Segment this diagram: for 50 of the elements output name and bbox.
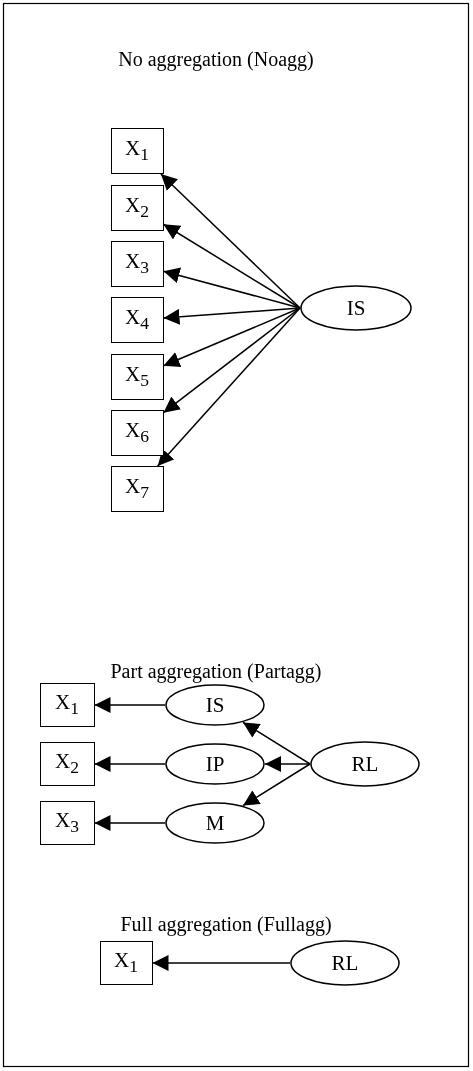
arrow bbox=[151, 955, 291, 971]
node-label: X$_{1}$ bbox=[55, 690, 79, 720]
variable-box bbox=[110, 354, 164, 400]
node-label: M bbox=[205, 810, 225, 836]
node-label: X$_{6}$ bbox=[125, 418, 149, 448]
arrow bbox=[162, 307, 301, 414]
latent-ellipse bbox=[165, 802, 265, 844]
variable-box bbox=[110, 185, 164, 231]
arrow bbox=[93, 815, 166, 831]
arrow bbox=[242, 721, 311, 765]
node-label: X$_{7}$ bbox=[125, 474, 149, 504]
node-label: X$_{4}$ bbox=[125, 305, 149, 335]
section-title: Part aggregation (Partagg) bbox=[110, 660, 322, 683]
node-label: IS bbox=[346, 295, 366, 321]
variable-box bbox=[39, 742, 95, 786]
node-label: IP bbox=[205, 751, 225, 777]
latent-ellipse bbox=[290, 940, 400, 986]
node-label: X$_{2}$ bbox=[125, 193, 149, 223]
arrow bbox=[93, 756, 166, 772]
variable-box bbox=[39, 683, 95, 727]
arrow bbox=[156, 307, 301, 467]
node-label: X$_{1}$ bbox=[125, 136, 149, 166]
node-label: X$_{3}$ bbox=[55, 808, 79, 838]
arrow bbox=[93, 697, 166, 713]
variable-box bbox=[110, 410, 164, 456]
latent-ellipse bbox=[300, 285, 412, 331]
variable-box bbox=[110, 128, 164, 174]
variable-box bbox=[110, 297, 164, 343]
variable-box bbox=[99, 941, 153, 985]
arrow bbox=[160, 173, 301, 309]
arrow bbox=[264, 756, 311, 772]
latent-ellipse bbox=[165, 684, 265, 726]
latent-ellipse bbox=[310, 741, 420, 787]
node-label: X$_{2}$ bbox=[55, 749, 79, 779]
latent-ellipse bbox=[165, 743, 265, 785]
node-label: X$_{1}$ bbox=[114, 948, 138, 978]
node-label: IS bbox=[205, 692, 225, 718]
arrow bbox=[162, 223, 301, 309]
node-label: RL bbox=[331, 950, 359, 976]
node-label: X$_{3}$ bbox=[125, 249, 149, 279]
variable-box bbox=[110, 466, 164, 512]
arrow bbox=[242, 763, 311, 807]
variable-box bbox=[39, 801, 95, 845]
arrow bbox=[162, 307, 301, 367]
section-title: No aggregation (Noagg) bbox=[118, 48, 314, 71]
node-label: RL bbox=[351, 751, 379, 777]
node-label: X$_{5}$ bbox=[125, 362, 149, 392]
arrow bbox=[162, 307, 301, 325]
variable-box bbox=[110, 241, 164, 287]
section-title: Full aggregation (Fullagg) bbox=[120, 913, 332, 936]
